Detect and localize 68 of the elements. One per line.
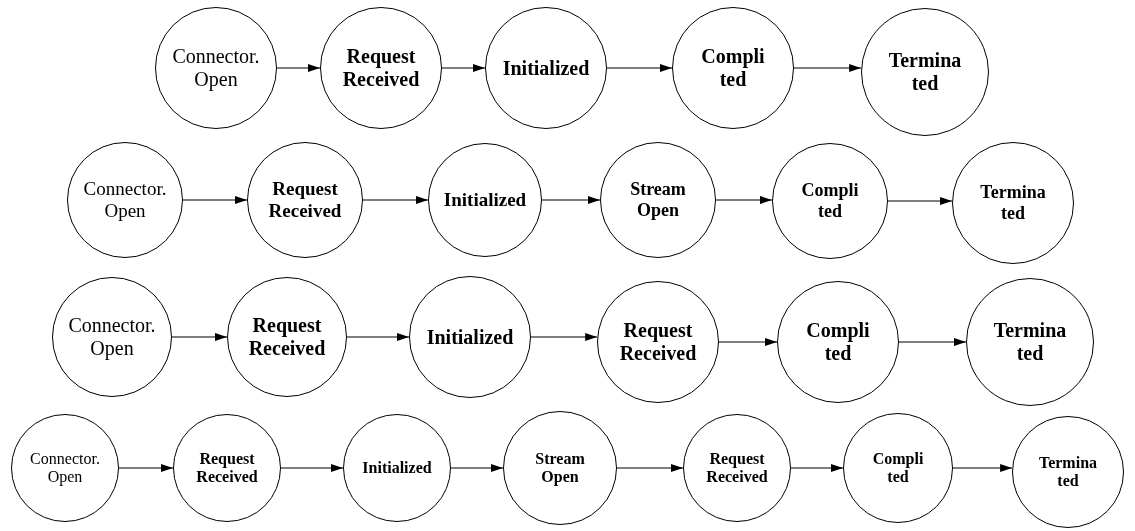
arrow	[793, 64, 862, 72]
arrow	[441, 64, 486, 72]
arrow	[118, 464, 174, 472]
arrow	[450, 464, 504, 472]
state-label: Compli ted	[806, 319, 870, 365]
state-circle	[67, 142, 183, 258]
state-label: Compli ted	[801, 180, 859, 222]
state-circle	[843, 413, 953, 523]
arrow	[362, 196, 429, 204]
state-circle	[485, 7, 607, 129]
state-circle	[777, 281, 899, 403]
arrow	[718, 338, 778, 346]
state-label: Connector. Open	[30, 449, 100, 487]
state-label: Termina ted	[888, 49, 962, 95]
arrow	[182, 196, 248, 204]
arrow	[530, 333, 598, 341]
state-label: Request Received	[248, 314, 326, 360]
arrow	[276, 64, 321, 72]
state-circle	[1012, 416, 1124, 528]
arrow	[616, 464, 684, 472]
arrow	[346, 333, 410, 341]
state-circle	[409, 276, 531, 398]
state-circle	[155, 7, 277, 129]
state-label: Termina ted	[1038, 453, 1098, 491]
state-circle	[320, 7, 442, 129]
state-label: Initialized	[362, 458, 432, 478]
arrow	[606, 64, 673, 72]
state-label: Initialized	[502, 56, 590, 80]
state-circle	[600, 142, 716, 258]
state-label: Stream Open	[535, 449, 585, 487]
state-label: Compli ted	[872, 449, 924, 487]
state-circle	[503, 411, 617, 525]
state-circle	[428, 143, 542, 257]
arrow	[541, 196, 601, 204]
state-circle	[11, 414, 119, 522]
arrow	[790, 464, 844, 472]
state-circle	[343, 414, 451, 522]
state-label: Request Received	[706, 449, 768, 487]
state-label: Request Received	[268, 178, 342, 222]
state-label: Stream Open	[630, 179, 686, 221]
state-circle	[247, 142, 363, 258]
state-label: Connector. Open	[172, 45, 260, 91]
arrow	[898, 338, 967, 346]
arrow	[280, 464, 344, 472]
state-circle	[227, 277, 347, 397]
state-circle	[173, 414, 281, 522]
state-label: Termina ted	[993, 319, 1067, 365]
state-circle	[952, 142, 1074, 264]
arrow	[715, 196, 773, 204]
state-label: Termina ted	[980, 182, 1046, 224]
state-label: Request Received	[619, 319, 697, 365]
state-circle	[672, 7, 794, 129]
state-label: Connector. Open	[68, 314, 156, 360]
state-circle	[966, 278, 1094, 406]
arrow	[887, 197, 953, 205]
state-label: Connector. Open	[83, 178, 167, 222]
state-circle	[597, 281, 719, 403]
state-circle	[772, 143, 888, 259]
state-circle	[52, 277, 172, 397]
state-label: Request Received	[342, 45, 420, 91]
arrow	[171, 333, 228, 341]
state-circle	[861, 8, 989, 136]
state-label: Request Received	[196, 449, 258, 487]
state-circle	[683, 414, 791, 522]
state-label: Initialized	[443, 189, 527, 211]
arrow	[952, 464, 1013, 472]
state-label: Initialized	[426, 325, 514, 349]
state-label: Compli ted	[701, 45, 765, 91]
